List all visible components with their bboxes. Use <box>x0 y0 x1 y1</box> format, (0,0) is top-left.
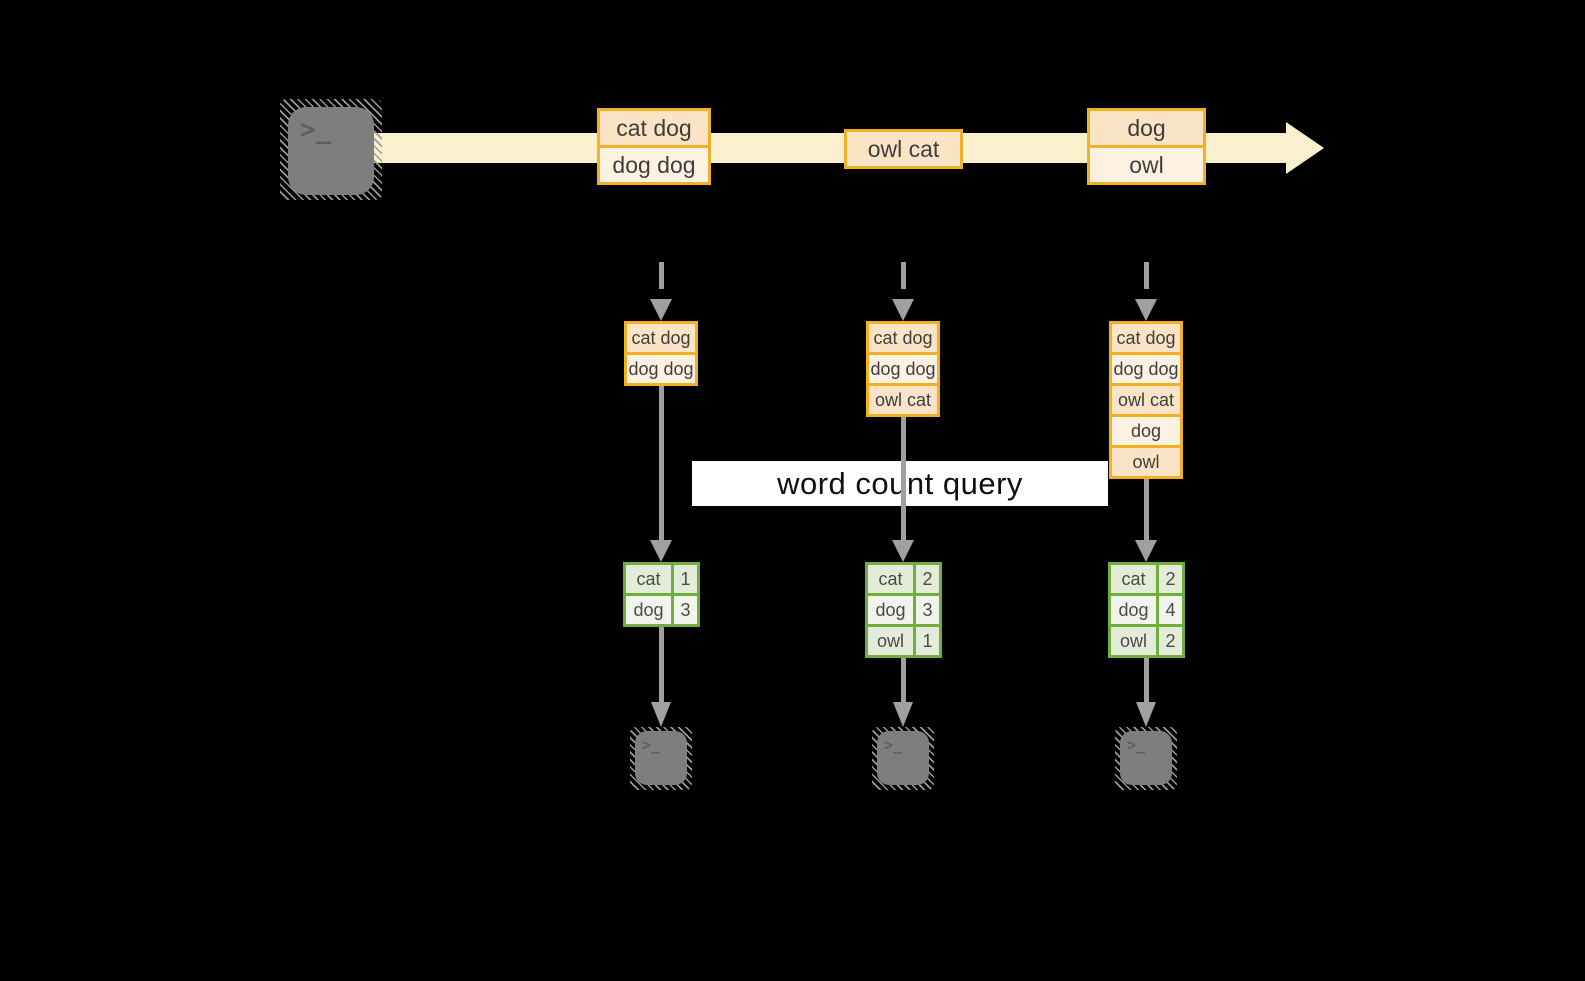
arrow-down-icon <box>1135 299 1157 321</box>
dashed-arrow-line <box>659 262 664 289</box>
dashed-arrow-line <box>901 262 906 289</box>
state-box-2: cat dog dog dog owl cat <box>866 321 940 417</box>
terminal-icon: >_ <box>288 107 374 195</box>
count-value: 3 <box>674 596 697 624</box>
count-value: 1 <box>674 565 697 593</box>
count-word: cat <box>626 565 671 593</box>
count-word: cat <box>868 565 913 593</box>
arrow-down-icon <box>892 299 914 321</box>
arrow-line <box>659 386 664 540</box>
stream-batch-3: dog owl <box>1087 108 1206 185</box>
count-table-3: cat 2 dog 4 owl 2 <box>1108 562 1185 658</box>
table-row: dog 4 <box>1111 596 1182 624</box>
table-row: cat 2 <box>1111 565 1182 593</box>
state-item: owl cat <box>1112 386 1180 414</box>
stream-item: dog <box>1090 111 1203 145</box>
state-item: dog dog <box>869 355 937 383</box>
terminal-prompt-glyph: >_ <box>300 115 332 145</box>
table-row: owl 2 <box>1111 627 1182 655</box>
terminal-prompt-glyph: >_ <box>884 736 903 754</box>
arrow-down-icon <box>893 702 913 727</box>
table-row: dog 3 <box>626 596 697 624</box>
arrow-line <box>1144 658 1149 702</box>
state-box-3: cat dog dog dog owl cat dog owl <box>1109 321 1183 479</box>
state-item: cat dog <box>627 324 695 352</box>
count-word: owl <box>868 627 913 655</box>
count-value: 2 <box>1159 627 1182 655</box>
terminal-icon: >_ <box>877 731 929 785</box>
count-value: 1 <box>916 627 939 655</box>
stream-item: cat dog <box>600 111 708 145</box>
terminal-icon: >_ <box>635 731 687 785</box>
state-item: dog <box>1112 417 1180 445</box>
table-row: dog 3 <box>868 596 939 624</box>
stream-batch-1: cat dog dog dog <box>597 108 711 185</box>
state-item: dog dog <box>627 355 695 383</box>
state-item: cat dog <box>869 324 937 352</box>
query-label: word count query <box>777 465 1023 501</box>
stream-arrow-head-icon <box>1286 122 1324 174</box>
count-table-2: cat 2 dog 3 owl 1 <box>865 562 942 658</box>
state-item: dog dog <box>1112 355 1180 383</box>
count-value: 2 <box>1159 565 1182 593</box>
count-word: owl <box>1111 627 1156 655</box>
count-word: dog <box>1111 596 1156 624</box>
arrow-line <box>901 658 906 702</box>
count-word: dog <box>626 596 671 624</box>
arrow-line <box>901 417 906 540</box>
table-row: cat 2 <box>868 565 939 593</box>
stream-batch-2: owl cat <box>844 129 963 169</box>
count-value: 4 <box>1159 596 1182 624</box>
query-label-band: word count query <box>692 461 1108 506</box>
state-item: owl <box>1112 448 1180 476</box>
terminal-prompt-glyph: >_ <box>1127 736 1146 754</box>
arrow-down-icon <box>1135 540 1157 562</box>
count-word: dog <box>868 596 913 624</box>
arrow-down-icon <box>651 702 671 727</box>
stream-item: owl <box>1090 148 1203 182</box>
terminal-icon: >_ <box>1120 731 1172 785</box>
state-item: owl cat <box>869 386 937 414</box>
arrow-down-icon <box>1136 702 1156 727</box>
arrow-down-icon <box>650 540 672 562</box>
count-table-1: cat 1 dog 3 <box>623 562 700 627</box>
count-value: 2 <box>916 565 939 593</box>
count-word: cat <box>1111 565 1156 593</box>
count-value: 3 <box>916 596 939 624</box>
arrow-down-icon <box>650 299 672 321</box>
arrow-line <box>1144 479 1149 540</box>
table-row: owl 1 <box>868 627 939 655</box>
arrow-down-icon <box>892 540 914 562</box>
state-item: cat dog <box>1112 324 1180 352</box>
state-box-1: cat dog dog dog <box>624 321 698 386</box>
stream-item: dog dog <box>600 148 708 182</box>
terminal-prompt-glyph: >_ <box>642 736 661 754</box>
table-row: cat 1 <box>626 565 697 593</box>
dashed-arrow-line <box>1144 262 1149 289</box>
arrow-line <box>659 627 664 702</box>
stream-item: owl cat <box>847 132 960 166</box>
